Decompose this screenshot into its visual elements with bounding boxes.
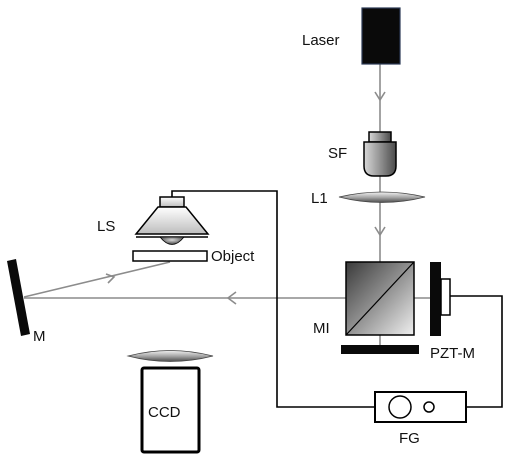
object-plate: Object	[132, 248, 255, 265]
mirror-m-shape	[7, 259, 30, 336]
fg-big-knob	[388, 395, 412, 419]
cube-diagonal	[345, 261, 415, 336]
wires	[171, 190, 503, 408]
light-source-ls: LS	[97, 196, 210, 245]
pzt-actuator	[440, 278, 451, 316]
ls-label: LS	[97, 218, 115, 235]
beam-m-to-object	[23, 261, 171, 298]
ls-hood	[134, 206, 210, 235]
ls-bulb	[159, 236, 185, 245]
wire-ls-to-fg	[171, 190, 375, 408]
beam-arrow-left	[226, 291, 237, 305]
reference-mirror	[341, 345, 419, 354]
function-generator: FG	[374, 391, 467, 447]
laser: Laser	[302, 7, 401, 65]
lens-l1: L1	[311, 190, 426, 207]
ccd-camera: CCD	[140, 366, 201, 454]
pzt-mirror-plate	[430, 262, 441, 336]
beam-arrow-down-2	[374, 226, 386, 237]
object-slide	[132, 250, 208, 262]
sf-cap	[368, 131, 392, 143]
pzt-mirror: PZT-M	[430, 262, 475, 362]
beam-arrow-down-1	[374, 91, 386, 102]
pzt-m-label: PZT-M	[430, 345, 475, 362]
ls-top	[159, 196, 185, 208]
object-label: Object	[211, 248, 255, 265]
ccd-label: CCD	[148, 404, 181, 421]
lens-l1-shape	[338, 191, 426, 203]
imaging-lens-shape	[126, 350, 214, 362]
sf-body	[363, 141, 397, 177]
laser-label: Laser	[302, 32, 340, 49]
m-label: M	[33, 328, 46, 345]
mirror-m: M	[7, 259, 46, 345]
laser-body	[361, 7, 401, 65]
ccd-body	[140, 366, 201, 454]
spatial-filter: SF	[328, 131, 397, 177]
l1-label: L1	[311, 190, 328, 207]
imaging-lens	[126, 350, 214, 362]
beam-arrow-to-object	[105, 273, 116, 284]
sf-label: SF	[328, 145, 347, 162]
wire-pzt-to-fg	[450, 295, 503, 408]
fg-label: FG	[399, 430, 420, 447]
fg-small-knob	[423, 401, 435, 413]
beam-splitter-mi: MI	[313, 261, 419, 354]
mi-label: MI	[313, 320, 330, 337]
